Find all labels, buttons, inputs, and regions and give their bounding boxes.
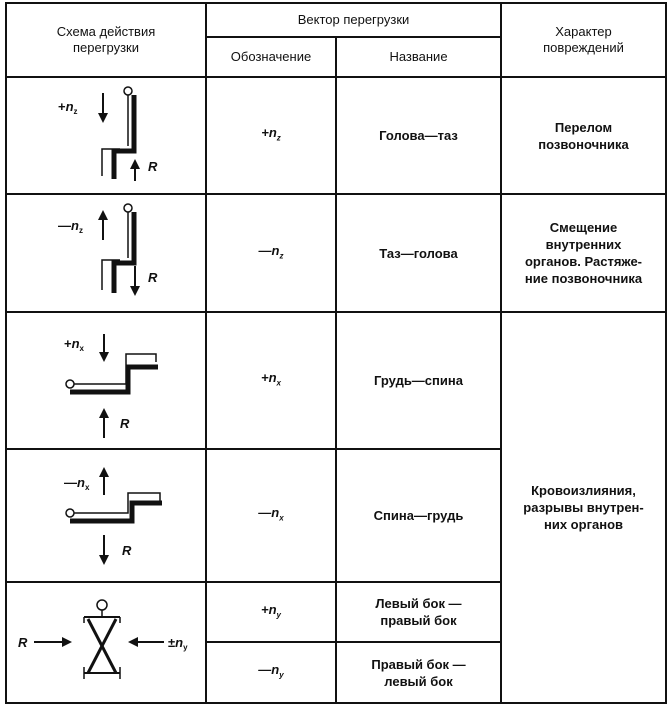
seat-diagram-pelvis-to-head: —nz R	[58, 203, 158, 296]
head-icon	[65, 507, 75, 518]
designation-minus-ny: —ny	[205, 641, 337, 704]
name-plus-nx: Грудь—спина	[335, 311, 502, 450]
header-scheme: Схема действия перегрузки	[5, 2, 207, 78]
name-plus-nz: Голова—таз	[335, 76, 502, 195]
seat-outline	[101, 212, 129, 290]
scheme-cell-minus-nx: —nx R	[5, 448, 207, 583]
designation-minus-nz: —nz	[205, 193, 337, 313]
overload-arrow-up	[98, 210, 108, 240]
damage-spine: Перелом позвоночника	[500, 76, 667, 195]
name-minus-ny: Правый бок — левый бок	[335, 641, 502, 704]
seat-diagram-back-to-chest: —nx R	[64, 466, 162, 565]
designation-minus-nx: —nx	[205, 448, 337, 583]
overload-label: ±ny	[168, 635, 188, 652]
seat-outline	[72, 491, 161, 514]
header-designation: Обозначение	[205, 36, 337, 78]
overload-label: —nx	[64, 475, 90, 492]
seat-front-view	[83, 609, 121, 679]
head-icon	[123, 203, 133, 213]
reaction-force-arrow-up	[130, 158, 140, 181]
header-name: Название	[335, 36, 502, 78]
reaction-force-label: R	[18, 635, 28, 650]
seat-diagram-chest-to-back: +nx R	[64, 333, 158, 438]
overload-arrow-down	[99, 333, 109, 362]
scheme-cell-plus-nz: +nz R	[5, 76, 207, 195]
designation-plus-nx: +nx	[205, 311, 337, 450]
name-minus-nx: Спина—грудь	[335, 448, 502, 583]
damage-organs: Смещение внутренних органов. Растяже- ни…	[500, 193, 667, 313]
reaction-force-arrow-right	[34, 636, 72, 647]
scheme-cell-ny: R ±ny	[5, 581, 207, 704]
overload-arrow-down	[98, 92, 108, 123]
scheme-cell-minus-nz: —nz R	[5, 193, 207, 313]
damage-hemorrhage: Кровоизлияния, разрывы внутрен- них орга…	[500, 311, 667, 704]
seat-diagram-lateral: R ±ny	[18, 598, 188, 679]
reaction-force-label: R	[120, 416, 130, 431]
overload-arrow-left	[128, 636, 164, 647]
designation-plus-nz: +nz	[205, 76, 337, 195]
reaction-force-label: R	[148, 270, 158, 285]
seat-outline	[72, 352, 157, 385]
body-path	[70, 364, 158, 394]
body-path	[70, 500, 162, 523]
head-icon	[65, 378, 75, 389]
head-icon	[96, 598, 108, 611]
overload-label: —nz	[58, 218, 83, 235]
designation-plus-ny: +ny	[205, 581, 337, 643]
header-vector: Вектор перегрузки	[205, 2, 502, 38]
header-damage: Характер повреждений	[500, 2, 667, 78]
seat-diagram-head-to-pelvis: +nz R	[58, 85, 158, 181]
reaction-force-arrow-up	[99, 407, 109, 438]
body-path	[111, 94, 137, 179]
overload-label: +nz	[58, 99, 78, 116]
reaction-force-arrow-down	[130, 266, 140, 296]
overload-arrow-up	[99, 466, 109, 495]
head-icon	[123, 85, 133, 96]
reaction-force-arrow-down	[99, 534, 109, 565]
name-plus-ny: Левый бок — правый бок	[335, 581, 502, 643]
g-load-table: Схема действия перегрузки Вектор перегру…	[5, 2, 667, 704]
scheme-cell-plus-nx: +nx R	[5, 311, 207, 450]
reaction-force-label: R	[122, 543, 132, 558]
name-minus-nz: Таз—голова	[335, 193, 502, 313]
body-path	[111, 212, 137, 293]
overload-label: +nx	[64, 336, 85, 353]
reaction-force-label: R	[148, 159, 158, 174]
